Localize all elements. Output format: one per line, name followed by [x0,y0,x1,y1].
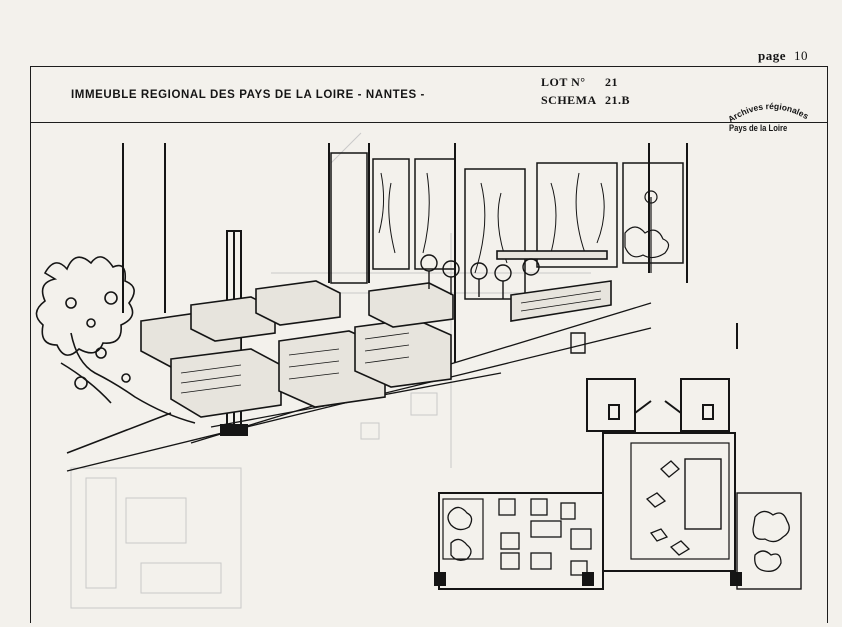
plant-cluster-back [624,190,670,273]
chairs [420,254,540,299]
drawing-sheet: IMMEUBLE REGIONAL DES PAYS DE LA LOIRE -… [30,66,828,623]
floor-plan [434,323,802,590]
seating-blocks [140,250,612,418]
seating-texture [180,290,602,394]
architectural-drawing [31,123,827,623]
schema-value: 21.B [605,93,631,107]
lot-block: LOT N° 21 SCHEMA 21.B [541,73,630,109]
stamp-arc: Archives régionales [726,101,810,124]
svg-text:Archives régionales: Archives régionales [726,101,810,124]
back-wall-panels [330,152,684,300]
schema-label: SCHEMA [541,93,597,107]
archive-stamp: Archives régionales Pays de la Loire [721,95,821,135]
page-number: page 10 [758,48,808,64]
title-block: IMMEUBLE REGIONAL DES PAYS DE LA LOIRE -… [31,67,827,133]
lot-value: 21 [605,75,618,89]
lot-label: LOT N° [541,75,586,89]
drawing-canvas [35,132,802,609]
page-value: 10 [794,48,808,63]
plant-cluster-left [35,256,196,454]
stamp-top-text: Archives régionales [726,101,810,124]
stamp-bottom-text: Pays de la Loire [729,123,788,133]
document-title: IMMEUBLE REGIONAL DES PAYS DE LA LOIRE -… [71,89,425,101]
page-label: page [758,48,786,63]
